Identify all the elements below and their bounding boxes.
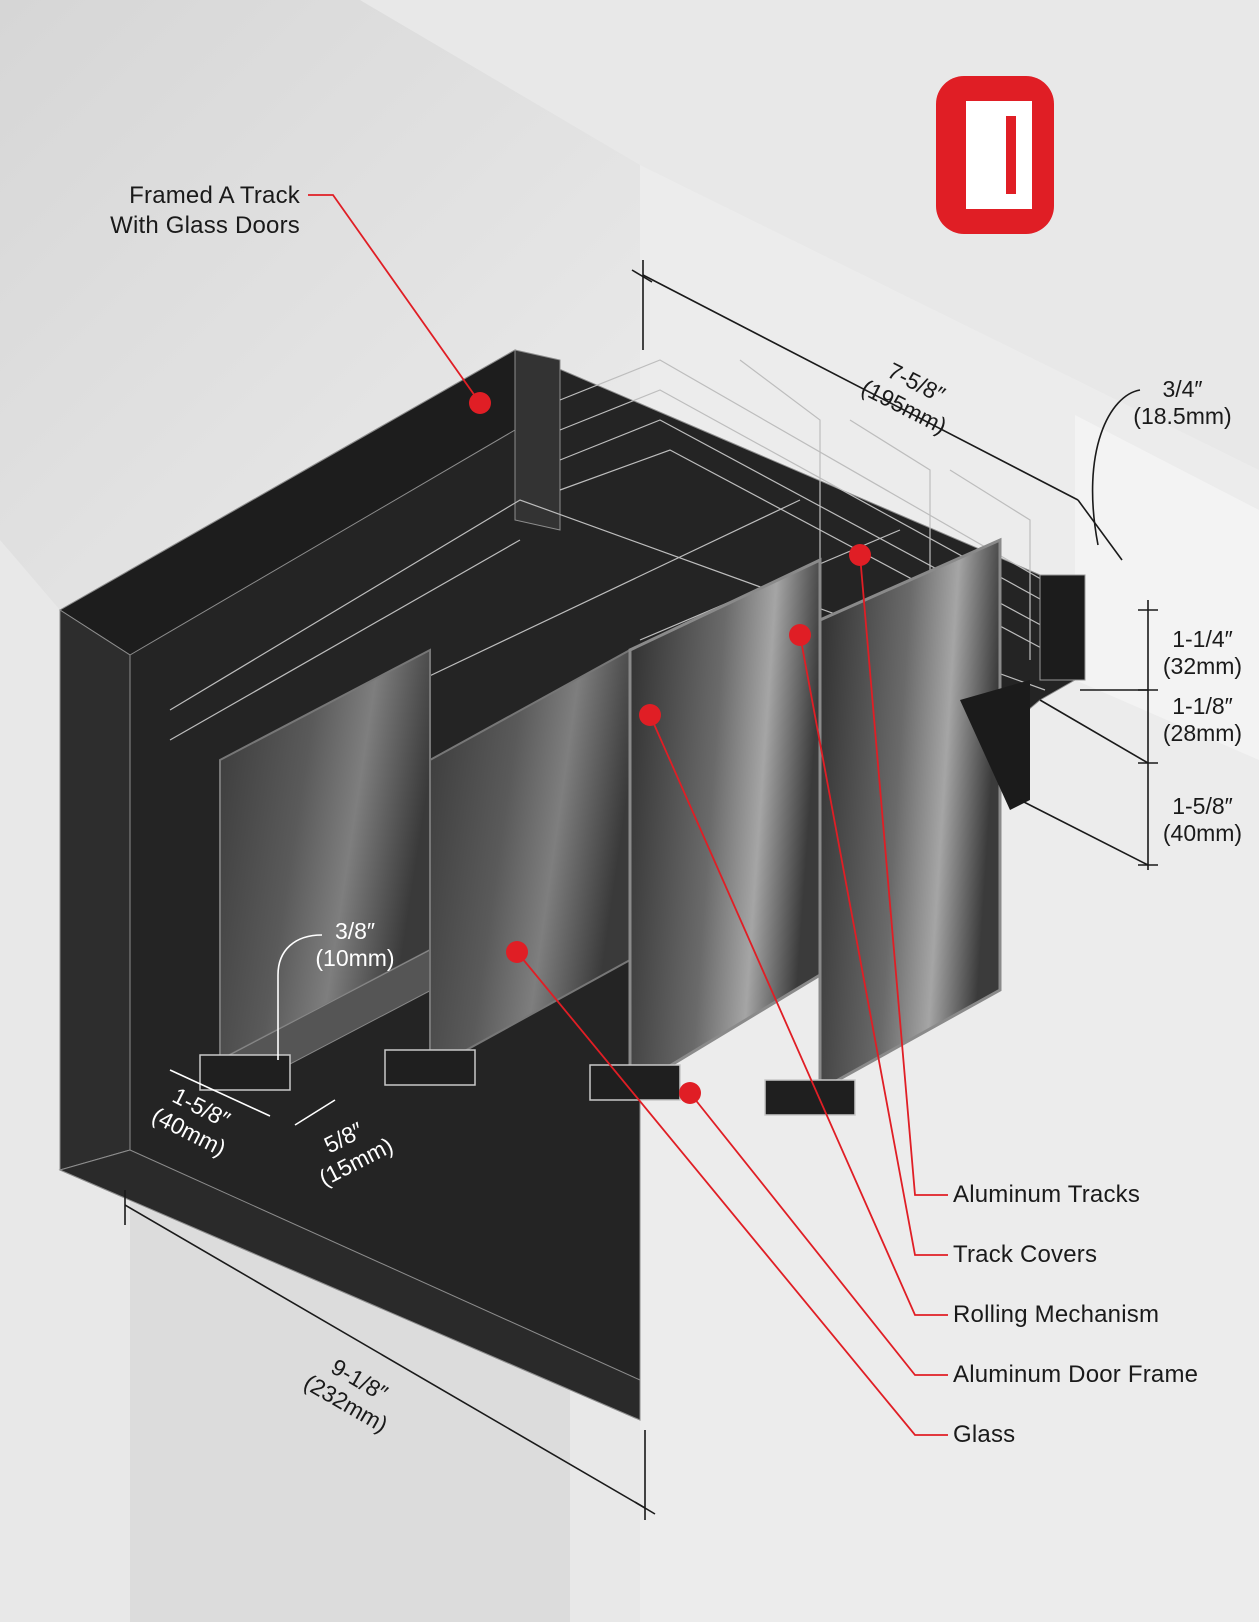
frame-end-profile bbox=[514, 349, 561, 531]
dimension-lines bbox=[124, 260, 1158, 1520]
dim-rail-2-metric: (28mm) bbox=[1162, 720, 1243, 746]
track-line-1 bbox=[559, 359, 1061, 591]
dot-glass bbox=[506, 941, 528, 963]
leader-framed-track bbox=[308, 194, 481, 404]
dim-rail-2: 1-1/8″ (28mm) bbox=[1150, 693, 1255, 747]
dot-aluminum-tracks bbox=[849, 544, 871, 566]
callout-dots bbox=[469, 392, 871, 1104]
door-panels bbox=[219, 537, 1086, 1093]
logo-door-frame bbox=[966, 101, 1032, 209]
logo-door-leaf bbox=[966, 104, 1006, 206]
dim-glass-thickness-metric: (10mm) bbox=[315, 945, 395, 971]
end-cap-plate bbox=[1075, 415, 1259, 760]
bottom-profile-2 bbox=[384, 1049, 476, 1086]
track-wall-2 bbox=[849, 419, 931, 610]
callout-leaders bbox=[308, 194, 948, 1436]
leader-track-covers bbox=[799, 634, 948, 1256]
door-panel-4 bbox=[818, 537, 1002, 1093]
leader-aluminum-tracks bbox=[859, 554, 948, 1196]
dim-rail-3: 1-5/8″ (40mm) bbox=[1150, 793, 1255, 847]
bottom-profile-1 bbox=[199, 1054, 291, 1091]
rail-end-profile bbox=[960, 680, 1030, 810]
callout-glass: Glass bbox=[953, 1421, 1016, 1448]
dot-aluminum-door-frame bbox=[679, 1082, 701, 1104]
callout-framed-track: Framed A Track With Glass Doors bbox=[70, 181, 300, 241]
dim-rail-1-metric: (32mm) bbox=[1162, 653, 1243, 679]
callout-aluminum-door-frame: Aluminum Door Frame bbox=[953, 1361, 1199, 1388]
dim-tick bbox=[631, 269, 653, 283]
dim-tick bbox=[634, 1501, 656, 1515]
dim-rail-1-imperial: 1-1/4″ bbox=[1172, 626, 1233, 652]
callout-rolling-mechanism: Rolling Mechanism bbox=[953, 1301, 1160, 1328]
track-line-3 bbox=[559, 419, 1051, 631]
callout-framed-track-line2: With Glass Doors bbox=[110, 212, 300, 239]
track-line-6 bbox=[169, 539, 521, 741]
dim-cover-width-metric: (18.5mm) bbox=[1133, 403, 1232, 429]
dim-leader-glass bbox=[277, 934, 323, 1060]
track-line-2 bbox=[559, 389, 1061, 611]
dimension-lines-light bbox=[169, 934, 336, 1126]
leader-glass bbox=[516, 951, 948, 1436]
dim-cover-width-imperial: 3/4″ bbox=[1162, 376, 1203, 402]
dim-rail-1: 1-1/4″ (32mm) bbox=[1150, 626, 1255, 680]
dot-rolling-mechanism bbox=[639, 704, 661, 726]
callout-track-covers: Track Covers bbox=[953, 1241, 1098, 1268]
callout-aluminum-tracks: Aluminum Tracks bbox=[953, 1181, 1141, 1208]
bottom-profile-4 bbox=[764, 1079, 856, 1116]
wall-plane-lower bbox=[130, 1160, 570, 1622]
frame-left-return bbox=[59, 609, 131, 1171]
dim-rail-2-imperial: 1-1/8″ bbox=[1172, 693, 1233, 719]
dim-cover-width: 3/4″ (18.5mm) bbox=[1120, 376, 1245, 430]
dot-framed-track bbox=[469, 392, 491, 414]
dim-rail-3-metric: (40mm) bbox=[1162, 820, 1243, 846]
dim-ext bbox=[1039, 699, 1149, 764]
callout-framed-track-line1: Framed A Track bbox=[129, 182, 300, 209]
track-line-7 bbox=[399, 499, 801, 691]
cover-end-profile bbox=[1039, 574, 1086, 681]
bottom-profiles bbox=[199, 1049, 856, 1116]
dim-line-bottom bbox=[124, 1204, 646, 1509]
leader-aluminum-door-frame bbox=[689, 1092, 948, 1376]
track-wall-3 bbox=[949, 469, 1031, 660]
leader-rolling-mechanism bbox=[649, 714, 948, 1316]
dim-glass-thickness-imperial: 3/8″ bbox=[334, 918, 376, 944]
track-wall-1 bbox=[739, 359, 821, 560]
dim-rail-3-imperial: 1-5/8″ bbox=[1172, 793, 1233, 819]
dim-line-frame-depth bbox=[169, 1069, 271, 1117]
frame-bottom-rail bbox=[58, 1149, 641, 1421]
dim-leader-cover bbox=[1091, 389, 1141, 546]
dim-glass-thickness: 3/8″ (10mm) bbox=[305, 918, 405, 972]
dim-ext bbox=[1019, 799, 1149, 866]
door-logo-icon bbox=[936, 76, 1054, 234]
dim-line-depth-top bbox=[642, 274, 1079, 501]
dot-track-covers bbox=[789, 624, 811, 646]
dim-line-cover bbox=[1077, 499, 1123, 561]
dim-line-frame-lip bbox=[294, 1099, 336, 1126]
